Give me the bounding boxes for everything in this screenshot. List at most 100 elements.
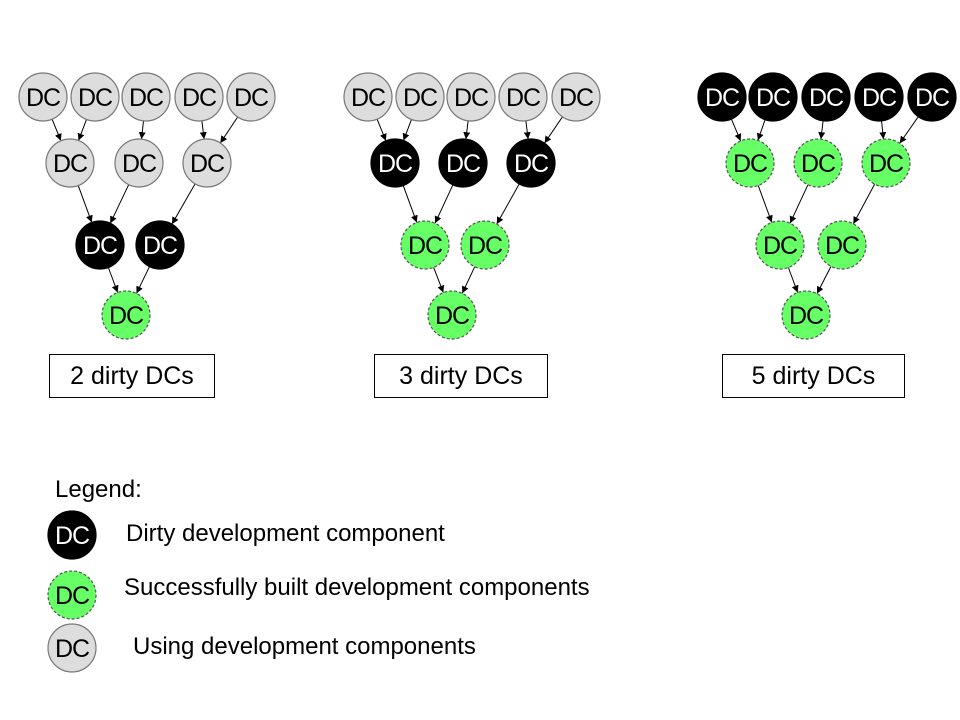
dc-node-using: DC xyxy=(551,72,601,122)
node-label: DC xyxy=(705,84,740,112)
node-circle xyxy=(47,570,97,620)
node-label: DC xyxy=(869,150,904,178)
node-label: DC xyxy=(182,84,217,112)
dc-node-using: DC xyxy=(121,72,171,122)
legend-title: Legend: xyxy=(55,476,142,503)
node-label: DC xyxy=(435,302,470,330)
node-circle xyxy=(135,220,185,270)
dc-node-dirty: DC xyxy=(854,72,904,122)
dependency-arrow xyxy=(787,267,799,293)
node-circle xyxy=(174,72,224,122)
node-circle xyxy=(551,72,601,122)
caption-text: 5 dirty DCs xyxy=(751,361,876,390)
legend-icon-built: DC xyxy=(47,570,97,620)
dependency-arrow xyxy=(51,119,62,141)
node-circle xyxy=(854,72,904,122)
node-label: DC xyxy=(129,84,164,112)
dependency-arrow xyxy=(730,118,742,142)
node-circle xyxy=(47,623,97,673)
dc-node-dirty: DC xyxy=(135,220,185,270)
node-label: DC xyxy=(446,150,481,178)
node-circle xyxy=(460,220,510,270)
dependency-arrow xyxy=(402,119,412,141)
dc-node-using: DC xyxy=(498,72,548,122)
node-circle xyxy=(70,72,120,122)
node-circle xyxy=(395,72,445,122)
caption-text: 3 dirty DCs xyxy=(399,361,523,390)
dc-node-using: DC xyxy=(343,72,393,122)
node-label: DC xyxy=(789,302,824,330)
node-label: DC xyxy=(862,84,897,112)
node-label: DC xyxy=(143,232,178,260)
node-circle xyxy=(781,290,831,340)
dc-node-built: DC xyxy=(101,290,151,340)
node-label: DC xyxy=(825,232,860,260)
node-label: DC xyxy=(403,84,438,112)
node-label: DC xyxy=(378,150,413,178)
node-label: DC xyxy=(55,635,90,663)
dependency-arrow xyxy=(171,183,196,225)
node-label: DC xyxy=(78,84,113,112)
node-circle xyxy=(748,72,798,122)
node-circle xyxy=(47,510,97,560)
node-circle xyxy=(45,138,95,188)
node-label: DC xyxy=(801,150,836,178)
dc-node-built: DC xyxy=(755,220,805,270)
dc-node-built: DC xyxy=(400,220,450,270)
node-circle xyxy=(506,138,556,188)
node-label: DC xyxy=(234,84,269,112)
dc-node-dirty: DC xyxy=(697,72,747,122)
dc-node-using: DC xyxy=(226,72,276,122)
node-circle xyxy=(817,220,867,270)
caption-text: 2 dirty DCs xyxy=(70,361,194,390)
node-circle xyxy=(121,72,171,122)
node-circle xyxy=(438,138,488,188)
dependency-arrow xyxy=(816,266,832,294)
dependency-arrow xyxy=(463,120,471,140)
dependency-arrow xyxy=(852,183,876,225)
node-circle xyxy=(725,138,775,188)
dependency-arrow xyxy=(77,185,93,223)
dependency-tree-3: DC DC DC DC DC DC DC DC DC DC DC xyxy=(697,72,957,340)
dc-node-built: DC xyxy=(817,220,867,270)
dependency-arrow xyxy=(899,116,919,144)
node-label: DC xyxy=(733,150,768,178)
legend-icon-using: DC xyxy=(47,623,97,673)
dc-node-built: DC xyxy=(427,290,477,340)
caption-5-dirty: 5 dirty DCs xyxy=(722,354,905,398)
dc-node-dirty: DC xyxy=(438,138,488,188)
node-circle xyxy=(101,290,151,340)
dc-node-using: DC xyxy=(45,138,95,188)
dependency-arrow xyxy=(496,183,520,225)
dependency-arrow xyxy=(376,119,387,141)
node-circle xyxy=(427,290,477,340)
node-circle xyxy=(370,138,420,188)
node-label: DC xyxy=(468,232,503,260)
node-circle xyxy=(114,138,164,188)
legend-label-using: Using development components xyxy=(133,633,476,660)
dependency-arrow xyxy=(136,266,150,294)
node-circle xyxy=(755,220,805,270)
dependency-arrow xyxy=(402,185,418,223)
dc-node-dirty: DC xyxy=(506,138,556,188)
node-label: DC xyxy=(915,84,950,112)
node-label: DC xyxy=(809,84,844,112)
dc-node-using: DC xyxy=(114,138,164,188)
node-label: DC xyxy=(53,150,88,178)
dc-node-dirty: DC xyxy=(370,138,420,188)
node-circle xyxy=(446,72,496,122)
dependency-arrow xyxy=(879,120,887,140)
dc-node-dirty: DC xyxy=(75,220,125,270)
node-label: DC xyxy=(55,522,90,550)
dependency-arrow xyxy=(77,119,87,141)
dc-node-using: DC xyxy=(182,138,232,188)
dc-node-built: DC xyxy=(793,138,843,188)
dc-node-built: DC xyxy=(460,220,510,270)
dc-node-using: DC xyxy=(174,72,224,122)
dc-node-built: DC xyxy=(861,138,911,188)
caption-2-dirty: 2 dirty DCs xyxy=(49,354,215,398)
dc-node-dirty: DC xyxy=(748,72,798,122)
node-label: DC xyxy=(756,84,791,112)
